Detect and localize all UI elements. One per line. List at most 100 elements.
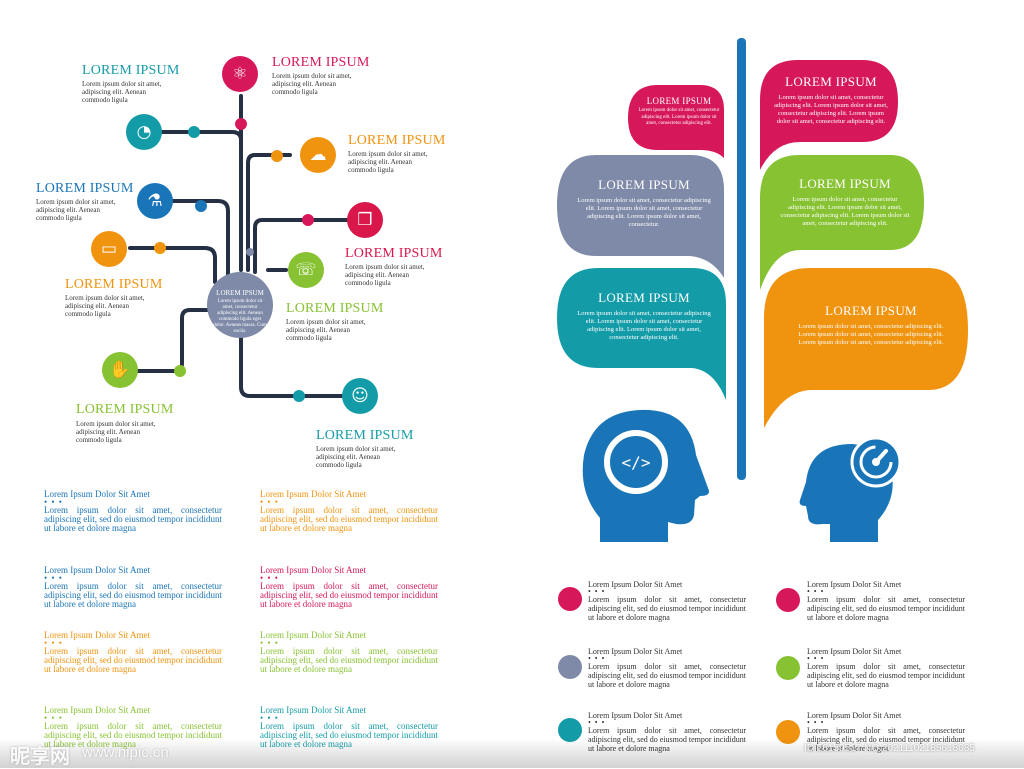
legend-item: Lorem Ipsum Dolor Sit Amet • • • Lorem i…	[807, 647, 965, 689]
text-block: Lorem Ipsum Dolor Sit Amet • • • Lorem i…	[44, 630, 222, 674]
bubble-body: Lorem ipsum dolor sit amet, consectetur …	[577, 197, 711, 228]
watermark-bar	[0, 738, 1024, 768]
legend-dot	[558, 587, 582, 611]
block-body: Lorem ipsum dolor sit amet, consectetur …	[260, 505, 438, 533]
center-node: LOREM IPSUM Lorem ipsum dolor sit amet, …	[207, 272, 273, 338]
bubble-body: Lorem ipsum dolor sit amet, consectetur …	[774, 94, 888, 125]
bubble-teal: LOREM IPSUM Lorem ipsum dolor sit amet, …	[560, 290, 728, 342]
legend-title: Lorem Ipsum Dolor Sit Amet	[807, 711, 902, 720]
node-body: Lorem ipsum dolor sit amet, adipiscing e…	[36, 198, 116, 222]
text-block: Lorem Ipsum Dolor Sit Amet • • • Lorem i…	[260, 630, 438, 674]
node-title: LOREM IPSUM	[316, 428, 414, 443]
bubble-body: Lorem ipsum dolor sit amet, consectetur …	[780, 196, 910, 227]
block-body: Lorem ipsum dolor sit amet, consectetur …	[44, 581, 222, 609]
node-body: Lorem ipsum dolor sit amet, adipiscing e…	[316, 445, 396, 469]
pie-chart-icon: ◔	[126, 114, 162, 150]
block-title: Lorem Ipsum Dolor Sit Amet	[260, 489, 366, 499]
node-body: Lorem ipsum dolor sit amet, adipiscing e…	[65, 294, 145, 318]
handshake-icon: ✋	[102, 352, 138, 388]
legend-item: Lorem Ipsum Dolor Sit Amet • • • Lorem i…	[588, 711, 746, 753]
bubble-title: LOREM IPSUM	[825, 303, 917, 318]
legend-dots: • • •	[588, 654, 606, 663]
bubble-title: LOREM IPSUM	[646, 96, 712, 106]
legend-body: Lorem ipsum dolor sit amet, consectetur …	[807, 662, 965, 689]
block-body: Lorem ipsum dolor sit amet, consectetur …	[44, 646, 222, 674]
bubble-body: Lorem ipsum dolor sit amet, consectetur …	[798, 323, 944, 346]
text-block: Lorem Ipsum Dolor Sit Amet • • • Lorem i…	[260, 489, 438, 533]
legend-dots: • • •	[807, 654, 825, 663]
block-body: Lorem ipsum dolor sit amet, consectetur …	[44, 505, 222, 533]
block-dots: • • •	[260, 497, 279, 507]
block-body: Lorem ipsum dolor sit amet, consectetur …	[44, 721, 222, 749]
bubble-title: LOREM IPSUM	[785, 74, 877, 89]
legend-title: Lorem Ipsum Dolor Sit Amet	[807, 580, 902, 589]
block-title: Lorem Ipsum Dolor Sit Amet	[260, 705, 366, 715]
block-dots: • • •	[44, 497, 63, 507]
node-title: LOREM IPSUM	[76, 402, 174, 417]
gauge-icon	[850, 436, 902, 488]
tree-connectors	[128, 94, 360, 402]
legend-item: Lorem Ipsum Dolor Sit Amet • • • Lorem i…	[807, 580, 965, 622]
legend-dots: • • •	[588, 587, 606, 596]
legend-dot	[776, 656, 800, 680]
monitor-icon: ▭	[91, 231, 127, 267]
legend-dot	[558, 718, 582, 742]
block-title: Lorem Ipsum Dolor Sit Amet	[44, 489, 150, 499]
legend-body: Lorem ipsum dolor sit amet, consectetur …	[588, 726, 746, 753]
legend-title: Lorem Ipsum Dolor Sit Amet	[588, 580, 683, 589]
bubble-title: LOREM IPSUM	[598, 177, 690, 192]
node-title: LOREM IPSUM	[286, 301, 384, 316]
phone-icon: ☏	[288, 252, 324, 288]
legend-body: Lorem ipsum dolor sit amet, consectetur …	[588, 662, 746, 689]
text-block: Lorem Ipsum Dolor Sit Amet • • • Lorem i…	[260, 705, 438, 749]
box-icon: ❒	[347, 202, 383, 238]
block-title: Lorem Ipsum Dolor Sit Amet	[260, 565, 366, 575]
node-title: LOREM IPSUM	[345, 246, 443, 261]
legend-title: Lorem Ipsum Dolor Sit Amet	[588, 711, 683, 720]
legend-dot	[776, 720, 800, 744]
people-icon: ☺	[342, 378, 378, 414]
legend-body: Lorem ipsum dolor sit amet, consectetur …	[807, 595, 965, 622]
text-block: Lorem Ipsum Dolor Sit Amet • • • Lorem i…	[44, 705, 222, 749]
watermark-brand: 昵享网	[10, 746, 70, 768]
node-title: LOREM IPSUM	[82, 63, 180, 78]
bubble-magenta: LOREM IPSUM Lorem ipsum dolor sit amet, …	[764, 74, 898, 126]
block-dots: • • •	[44, 573, 63, 583]
legend-dots: • • •	[588, 718, 606, 727]
bubble-title: LOREM IPSUM	[598, 290, 690, 305]
watermark-url: www.nipic.cn	[82, 744, 169, 761]
block-body: Lorem ipsum dolor sit amet, consectetur …	[260, 581, 438, 609]
legend-item: Lorem Ipsum Dolor Sit Amet • • • Lorem i…	[807, 711, 965, 753]
legend-item: Lorem Ipsum Dolor Sit Amet • • • Lorem i…	[588, 647, 746, 689]
network-icon: ⚛	[222, 56, 258, 92]
block-body: Lorem ipsum dolor sit amet, consectetur …	[260, 646, 438, 674]
node-title: LOREM IPSUM	[348, 133, 446, 148]
legend-dot	[558, 655, 582, 679]
center-body: Lorem ipsum dolor sit amet, consectetur …	[213, 299, 267, 334]
bubble-orange: LOREM IPSUM Lorem ipsum dolor sit amet, …	[776, 303, 966, 347]
block-dots: • • •	[260, 713, 279, 723]
bubble-grey: LOREM IPSUM Lorem ipsum dolor sit amet, …	[560, 177, 728, 229]
block-title: Lorem Ipsum Dolor Sit Amet	[260, 630, 366, 640]
cloud-icon: ☁	[300, 137, 336, 173]
node-body: Lorem ipsum dolor sit amet, adipiscing e…	[272, 72, 352, 96]
block-body: Lorem ipsum dolor sit amet, consectetur …	[260, 721, 438, 749]
node-body: Lorem ipsum dolor sit amet, adipiscing e…	[82, 80, 162, 104]
text-block: Lorem Ipsum Dolor Sit Amet • • • Lorem i…	[44, 565, 222, 609]
node-title: LOREM IPSUM	[36, 181, 134, 196]
bubble-title: LOREM IPSUM	[799, 176, 891, 191]
node-title: LOREM IPSUM	[65, 277, 163, 292]
node-title: LOREM IPSUM	[272, 55, 370, 70]
node-body: Lorem ipsum dolor sit amet, adipiscing e…	[286, 318, 366, 342]
legend-title: Lorem Ipsum Dolor Sit Amet	[588, 647, 683, 656]
block-dots: • • •	[44, 713, 63, 723]
bubble-magenta-small: LOREM IPSUM Lorem ipsum dolor sit amet, …	[632, 96, 726, 128]
block-dots: • • •	[44, 638, 63, 648]
watermark-id: ID:26159517 NO:20211102185618085	[804, 743, 975, 754]
block-title: Lorem Ipsum Dolor Sit Amet	[44, 565, 150, 575]
legend-body: Lorem ipsum dolor sit amet, consectetur …	[588, 595, 746, 622]
node-body: Lorem ipsum dolor sit amet, adipiscing e…	[76, 420, 156, 444]
test-tube-icon: ⚗	[137, 183, 173, 219]
node-body: Lorem ipsum dolor sit amet, adipiscing e…	[348, 150, 428, 174]
text-block: Lorem Ipsum Dolor Sit Amet • • • Lorem i…	[44, 489, 222, 533]
